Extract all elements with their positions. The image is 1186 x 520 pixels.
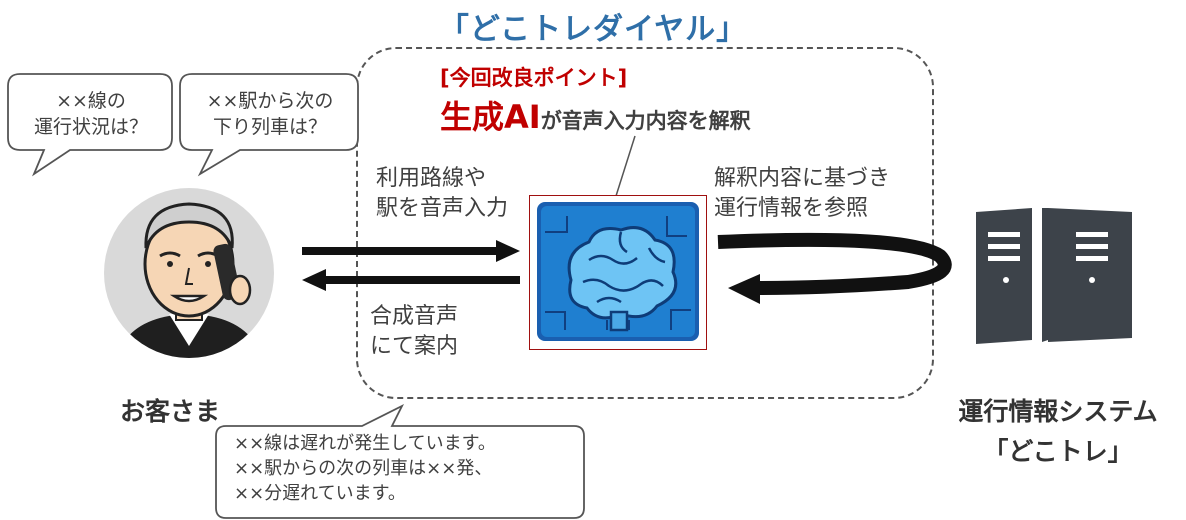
improvement-heading: [今回改良ポイント] <box>440 66 628 90</box>
synth-voice-label: 合成音声にて案内 <box>370 304 459 359</box>
question-bubble-2 <box>179 73 359 177</box>
reply-bubble <box>215 404 585 519</box>
improvement-description: 生成AIが音声入力内容を解釈 <box>440 92 751 138</box>
page-title: 「どこトレダイヤル」 <box>438 12 748 47</box>
improvement-pointer-line <box>615 135 636 197</box>
question-2: ××駅から次の下り列車は？ <box>206 90 334 138</box>
lookup-label: 解釈内容に基づき運行情報を参照 <box>714 166 891 221</box>
question-bubbles <box>7 73 359 177</box>
dokotore-dial-boundary <box>356 47 934 399</box>
question-bubble-1 <box>7 73 173 177</box>
customer-phone-icon <box>104 188 274 358</box>
improvement-highlight: 生成AI <box>440 98 541 136</box>
ai-system-loop-arrow <box>717 232 952 304</box>
voice-input-label: 利用路線や駅を音声入力 <box>376 166 509 221</box>
ai-brain-icon <box>537 202 699 341</box>
reply-message: ××線は遅れが発生しています。 ××駅からの次の列車は××発、 ××分遅れていま… <box>234 433 496 504</box>
customer-label: お客さま <box>120 397 221 426</box>
server-icon <box>976 208 1132 344</box>
customer-ai-arrows <box>302 240 520 291</box>
question-1: ××線の運行状況は？ <box>33 90 148 138</box>
arrow-to-customer <box>302 269 520 291</box>
system-label: 運行情報システム「どこトレ」 <box>958 397 1158 466</box>
arrow-to-ai <box>302 240 520 262</box>
improvement-rest: が音声入力内容を解釈 <box>540 109 751 133</box>
